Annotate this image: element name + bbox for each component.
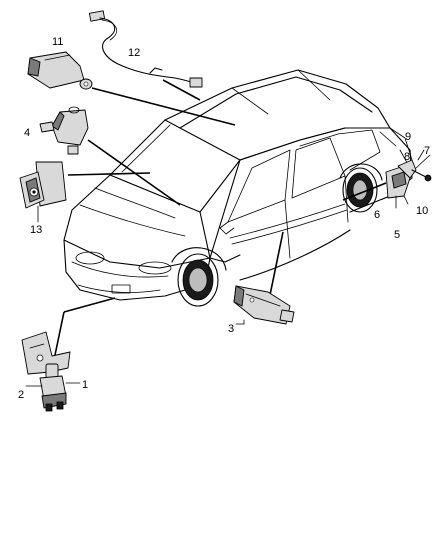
callout-1: 1 — [82, 379, 88, 391]
leader-lines — [54, 79, 387, 356]
callout-12: 12 — [128, 47, 140, 59]
sensor-part-4 — [39, 106, 89, 155]
switch-assembly-parts-1-2 — [21, 331, 81, 412]
callout-10: 10 — [416, 205, 428, 217]
callout-7: 7 — [424, 145, 430, 157]
callout-5: 5 — [394, 229, 400, 241]
callout-8: 8 — [404, 151, 410, 163]
impact-sensor-part-3 — [233, 285, 295, 325]
callout-labels: 1 2 3 4 5 6 7 8 9 10 11 12 13 — [18, 36, 430, 401]
callout-11: 11 — [52, 36, 63, 48]
callout-4: 4 — [24, 127, 30, 139]
tpms-sensor-parts-5-10 — [385, 149, 432, 209]
callout-9: 9 — [405, 131, 411, 143]
callout-6: 6 — [374, 209, 380, 221]
callout-3: 3 — [228, 323, 234, 335]
control-module-part-13 — [19, 161, 67, 223]
callout-13: 13 — [30, 224, 42, 236]
callout-2: 2 — [18, 389, 24, 401]
car-illustration — [63, 69, 413, 307]
sensor-module-part-11 — [27, 51, 93, 90]
wiring-harness-part-12 — [88, 10, 203, 88]
